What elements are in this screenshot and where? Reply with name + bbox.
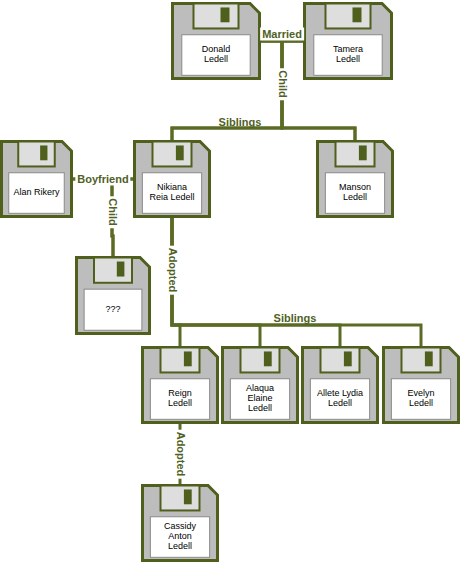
disk-shutter	[153, 142, 192, 167]
person-name: Cassidy Anton Ledell	[156, 522, 204, 551]
label-area: Allete Lydia Ledell	[310, 379, 369, 420]
relation-label: Married	[260, 28, 304, 41]
label-area: Evelyn Ledell	[391, 379, 450, 420]
disk-body	[318, 142, 393, 217]
shutter-slot	[184, 351, 192, 366]
person-name: Donald Ledell	[192, 45, 240, 64]
relation-line	[172, 218, 260, 346]
shutter-slot	[184, 489, 192, 504]
floppy-disk-outline	[75, 256, 151, 335]
floppy-disk-outline	[316, 140, 394, 218]
disk-shutter	[161, 486, 200, 511]
person-disk: Tamera Ledell	[303, 2, 393, 80]
relation-label: Child	[276, 68, 289, 100]
shutter-slot	[40, 145, 47, 160]
person-name: Alan Rikery	[13, 188, 59, 198]
label-area: Manson Ledell	[325, 173, 384, 214]
label-area: Cassidy Anton Ledell	[150, 517, 209, 558]
person-disk: Donald Ledell	[171, 2, 261, 80]
disk-label	[182, 35, 250, 76]
disk-shutter	[241, 348, 280, 373]
disk-shutter	[336, 142, 375, 167]
person-disk: Evelyn Ledell	[382, 346, 460, 424]
disk-label	[9, 173, 64, 214]
person-disk: ???	[75, 256, 151, 335]
disk-body	[143, 486, 218, 561]
siblings-label: Siblings	[272, 312, 319, 325]
disk-label	[150, 517, 209, 558]
person-name: Tamera Ledell	[324, 45, 372, 64]
label-area: Reign Ledell	[150, 379, 209, 420]
floppy-disk-outline	[303, 2, 393, 80]
person-name: Manson Ledell	[331, 183, 379, 202]
disk-shutter	[402, 348, 441, 373]
person-name: ???	[105, 305, 120, 315]
disk-label	[150, 379, 209, 420]
disk-body	[135, 142, 210, 217]
floppy-disk-outline	[382, 346, 460, 424]
shutter-slot	[264, 351, 272, 366]
relation-label: Boyfriend	[75, 173, 130, 186]
floppy-disk-outline	[0, 140, 73, 218]
person-disk: Reign Ledell	[141, 346, 219, 424]
disk-shutter	[194, 4, 239, 29]
person-name: Evelyn Ledell	[397, 389, 445, 408]
label-area: ???	[84, 289, 142, 330]
person-name: Reign Ledell	[156, 389, 204, 408]
shutter-slot	[344, 351, 352, 366]
label-area: Nikiana Reia Ledell	[142, 173, 201, 214]
shutter-slot	[221, 7, 230, 22]
person-disk: Alan Rikery	[0, 140, 73, 218]
person-disk: Manson Ledell	[316, 140, 394, 218]
person-name: Allete Lydia Ledell	[316, 389, 364, 408]
person-disk: Nikiana Reia Ledell	[133, 140, 211, 218]
disk-label	[142, 173, 201, 214]
disk-label	[314, 35, 382, 76]
disk-body	[303, 348, 378, 423]
shutter-slot	[353, 7, 362, 22]
person-disk: Cassidy Anton Ledell	[141, 484, 219, 562]
disk-shutter	[94, 258, 132, 283]
floppy-disk-outline	[301, 346, 379, 424]
relation-line	[172, 218, 340, 346]
shutter-slot	[359, 145, 367, 160]
person-disk: Alaqua Elaine Ledell	[221, 346, 299, 424]
disk-body	[143, 348, 218, 423]
person-name: Nikiana Reia Ledell	[148, 183, 196, 202]
person-disk: Allete Lydia Ledell	[301, 346, 379, 424]
person-name: Alaqua Elaine Ledell	[236, 384, 284, 413]
disk-body	[223, 348, 298, 423]
disk-shutter	[326, 4, 371, 29]
disk-label	[230, 379, 289, 420]
label-area: Donald Ledell	[182, 35, 250, 76]
disk-shutter	[161, 348, 200, 373]
disk-body	[384, 348, 459, 423]
relation-label: Adopted	[174, 430, 187, 479]
label-area: Tamera Ledell	[314, 35, 382, 76]
floppy-disk-outline	[141, 346, 219, 424]
label-area: Alaqua Elaine Ledell	[230, 379, 289, 420]
relation-label: Child	[106, 196, 119, 228]
shutter-slot	[117, 262, 125, 277]
disk-body	[173, 4, 260, 79]
floppy-disk-outline	[133, 140, 211, 218]
disk-label	[391, 379, 450, 420]
disk-label	[310, 379, 369, 420]
label-area: Alan Rikery	[9, 173, 64, 214]
shutter-slot	[176, 145, 184, 160]
disk-body	[77, 258, 150, 334]
disk-label	[325, 173, 384, 214]
shutter-slot	[425, 351, 433, 366]
siblings-label: Siblings	[217, 116, 264, 129]
disk-shutter	[18, 142, 55, 167]
floppy-disk-outline	[171, 2, 261, 80]
disk-body	[2, 142, 72, 217]
disk-label	[84, 289, 142, 330]
disk-shutter	[321, 348, 360, 373]
relation-label: Adopted	[166, 246, 179, 295]
disk-body	[305, 4, 392, 79]
relation-line	[172, 218, 421, 346]
